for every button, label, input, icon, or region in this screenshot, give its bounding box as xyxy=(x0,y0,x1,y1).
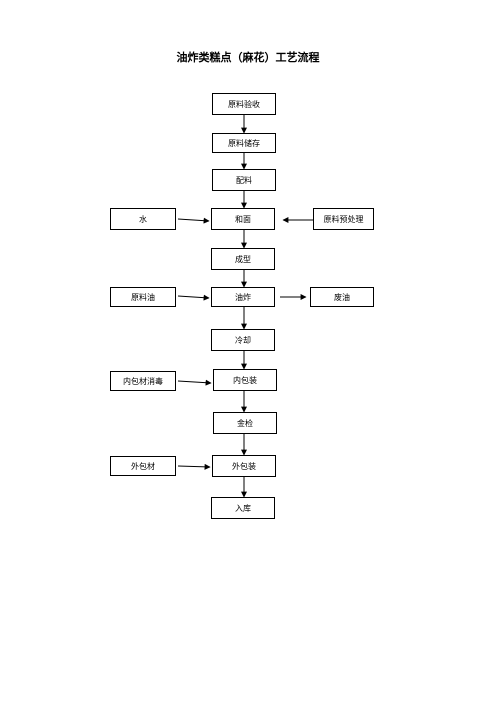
step-receive: 原料验收 xyxy=(212,93,276,115)
output-waste-oil: 废油 xyxy=(310,287,374,307)
input-inner-sterilize: 内包材消毒 xyxy=(110,371,176,391)
input-oil: 原料油 xyxy=(110,287,176,307)
step-warehouse: 入库 xyxy=(211,497,275,519)
step-dough: 和面 xyxy=(211,208,275,230)
step-outer-pack: 外包装 xyxy=(212,455,276,477)
arrow-oil-fry xyxy=(177,294,210,301)
step-shape: 成型 xyxy=(211,248,275,270)
arrow-water-dough xyxy=(177,217,210,224)
input-pretreat: 原料预处理 xyxy=(313,208,374,230)
step-cool: 冷却 xyxy=(211,329,275,351)
step-inner-pack: 内包装 xyxy=(213,369,277,391)
input-outer-material: 外包材 xyxy=(110,456,176,476)
input-water: 水 xyxy=(110,208,176,230)
step-inspect: 金检 xyxy=(213,412,277,434)
arrow-sterilize-innerpack xyxy=(177,379,212,386)
page-title: 油炸类糕点（麻花）工艺流程 xyxy=(176,51,320,64)
step-mix: 配料 xyxy=(212,169,276,191)
step-fry: 油炸 xyxy=(211,287,275,307)
step-store: 原料储存 xyxy=(212,133,276,153)
arrow-outermat-outerpack xyxy=(177,463,211,470)
